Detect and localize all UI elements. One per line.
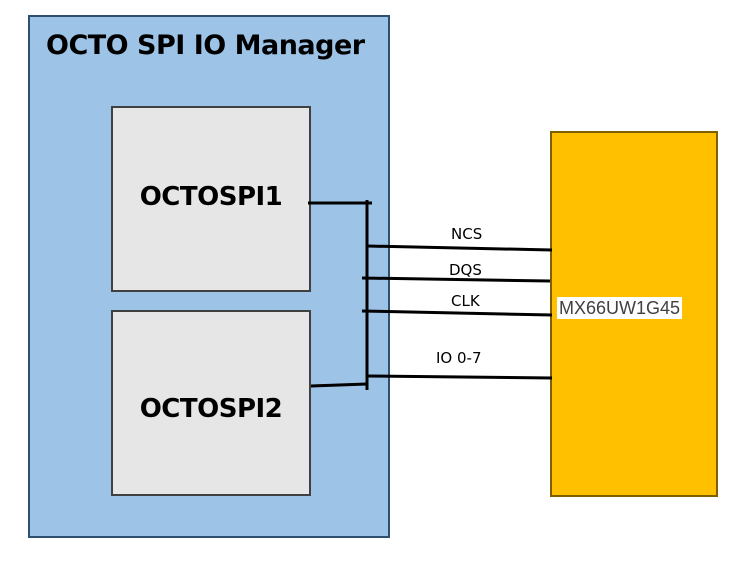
- dqs-label: DQS: [449, 261, 482, 279]
- ncs-wire: [366, 244, 553, 252]
- octospi1-label: OCTOSPI1: [139, 182, 283, 212]
- clk-wire: [361, 309, 553, 317]
- octospi2-label: OCTOSPI2: [139, 394, 283, 424]
- chip-part-number: MX66UW1G45: [557, 297, 683, 319]
- io-wire: [366, 374, 553, 380]
- octospi1-block: OCTOSPI1: [111, 106, 311, 292]
- octospi2-block: OCTOSPI2: [111, 310, 311, 496]
- io-manager-title: OCTO SPI IO Manager: [46, 30, 365, 61]
- dqs-wire: [361, 276, 551, 283]
- octospi2-wire: [310, 382, 368, 388]
- ncs-label: NCS: [451, 225, 483, 243]
- clk-label: CLK: [451, 292, 480, 310]
- io-label: IO 0-7: [436, 349, 482, 367]
